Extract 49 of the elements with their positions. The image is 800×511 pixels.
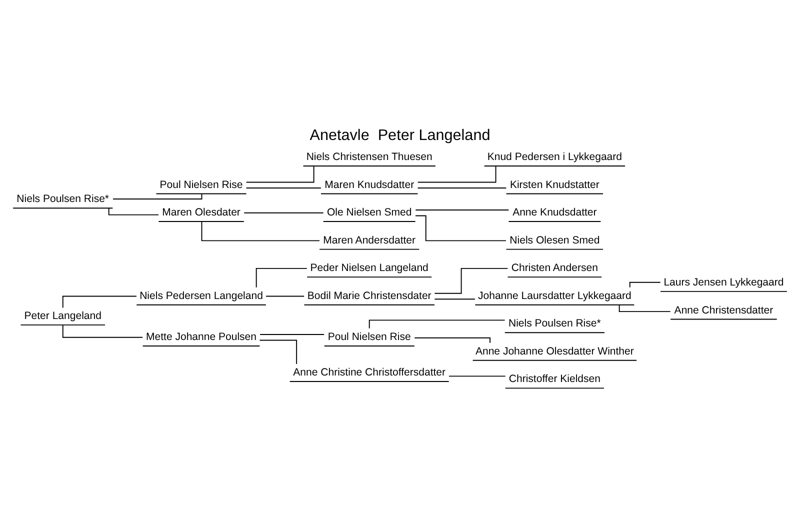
connector (112, 193, 202, 199)
connector (260, 334, 325, 335)
node-text: Poul Nielsen Rise (328, 330, 411, 343)
connector (259, 339, 298, 364)
connector (415, 209, 510, 210)
node-text: Maren Olesdater (162, 206, 240, 218)
node-text: Christen Andersen (511, 262, 598, 274)
node-text: Kirsten Knudstatter (510, 178, 600, 190)
node-text: Peder Nielsen Langeland (310, 262, 428, 274)
diagram-title: Anetavle Peter Langeland (310, 126, 490, 144)
node-text: Anne Christine Christoffersdatter (293, 366, 446, 378)
node-text: Maren Andersdatter (323, 234, 416, 246)
connector (62, 295, 137, 308)
connector (256, 267, 308, 288)
connector (266, 295, 305, 296)
node-text: Niels Pedersen Langeland (140, 289, 263, 302)
connector (434, 267, 508, 294)
connector (244, 212, 324, 213)
node-text: Niels Olesen Smed (510, 234, 600, 246)
node-text: Maren Knudsdatter (324, 178, 414, 190)
connector (434, 298, 476, 300)
node-text: Niels Poulsen Rise* (16, 192, 110, 205)
node-text: Laurs Jensen Lykkegaard (664, 276, 784, 288)
connector (108, 207, 160, 215)
connector (618, 304, 671, 312)
connector (414, 336, 490, 343)
connector (246, 187, 322, 188)
connector (62, 324, 144, 338)
connector (629, 281, 661, 288)
node-text: Niels Poulsen Rise* (508, 317, 601, 330)
node-text: Peter Langeland (24, 310, 102, 322)
connector (368, 319, 506, 328)
node-text: Anne Christensdatter (674, 304, 774, 316)
node-text: Ole Nielsen Smed (326, 206, 412, 218)
node-text: Mette Johanne Poulsen (146, 330, 257, 343)
node-text: Johanne Laursdatter Lykkegaard (478, 289, 632, 302)
connector (246, 165, 314, 182)
node-text: Christoffer Kieldsen (508, 372, 600, 385)
node-text: Poul Nielsen Rise (160, 178, 243, 190)
connector (415, 214, 506, 241)
connector (417, 165, 496, 182)
connector (201, 220, 320, 241)
node-text: Anne Knudsdatter (512, 206, 597, 218)
node-text: Bodil Marie Christensdater (307, 289, 432, 302)
node-text: Niels Christensen Thuesen (306, 150, 432, 163)
connector (417, 187, 507, 188)
connector (448, 375, 506, 376)
node-text: Knud Pedersen i Lykkegaard (487, 150, 622, 163)
node-text: Anne Johanne Olesdatter Winther (475, 344, 634, 357)
